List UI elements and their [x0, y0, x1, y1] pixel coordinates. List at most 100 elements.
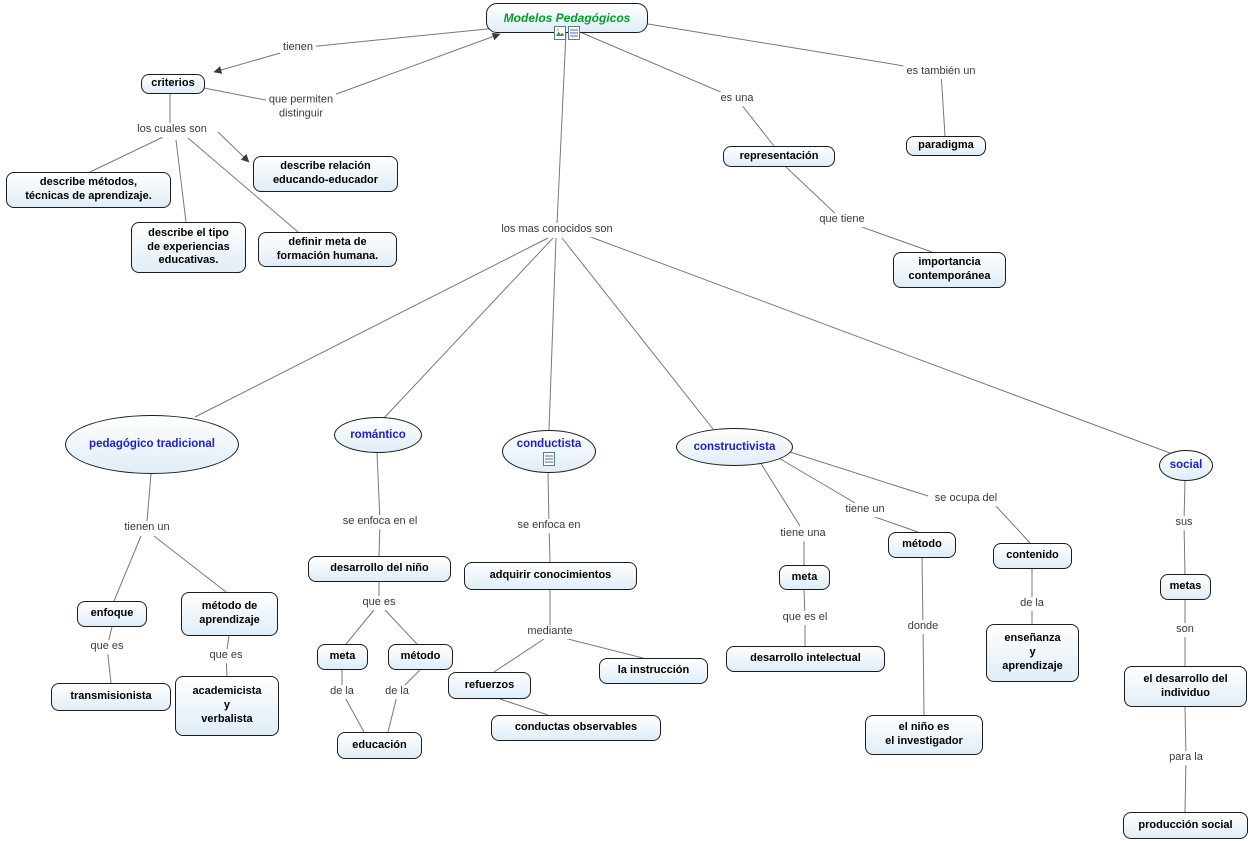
node-conductas-observables[interactable]: conductas observables — [491, 715, 661, 741]
spreadsheet-icon[interactable] — [543, 452, 555, 467]
node-representacion[interactable]: representación — [723, 146, 835, 167]
edge-label-se-ocupa-del: se ocupa del — [931, 492, 1001, 506]
edge-label-que-es-1: que es — [87, 640, 127, 654]
node-meta-romantico[interactable]: meta — [317, 644, 368, 670]
edge-label-de-la-2: de la — [382, 685, 412, 699]
node-constructivista[interactable]: constructivista — [676, 428, 793, 466]
edge-label-tienen-un: tienen un — [121, 521, 173, 535]
node-representacion-label: representación — [739, 149, 819, 162]
node-desarrollo-intelectual[interactable]: desarrollo intelectual — [726, 646, 885, 672]
node-describe-tipo[interactable]: describe el tipo de experiencias educati… — [131, 222, 246, 273]
node-desarrollo-nino[interactable]: desarrollo del niño — [308, 556, 451, 582]
node-contenido[interactable]: contenido — [993, 543, 1072, 569]
node-desarrollo-individuo[interactable]: el desarrollo del individuo — [1124, 666, 1247, 707]
node-modelos-pedagogicos[interactable]: Modelos Pedagógicos — [486, 3, 648, 40]
node-refuerzos-label: refuerzos — [464, 678, 515, 691]
edge-label-es-una: es una — [717, 92, 757, 106]
node-metodo-aprendizaje[interactable]: método de aprendizaje — [181, 592, 278, 636]
resource-icons — [554, 26, 580, 40]
edge-label-donde: donde — [904, 620, 942, 634]
node-criterios-label: criterios — [151, 77, 195, 90]
node-educacion-label: educación — [352, 738, 407, 751]
node-desarrollo-individuo-label: el desarrollo del individuo — [1143, 672, 1228, 699]
node-meta-constructivista[interactable]: meta — [779, 565, 830, 590]
node-definir-meta[interactable]: definir meta de formación humana. — [258, 232, 397, 267]
edge-label-que-es-2: que es — [206, 649, 246, 663]
edge-label-que-es-3: que es — [359, 596, 399, 610]
edge-label-se-enfoca-en-el: se enfoca en el — [339, 515, 421, 529]
node-refuerzos[interactable]: refuerzos — [448, 672, 531, 699]
edge-label-que-permiten-distinguir: que permiten distinguir — [265, 93, 337, 121]
node-metodo-romantico[interactable]: método — [388, 644, 453, 670]
edge-label-es-tambien-un: es también un — [903, 65, 979, 79]
node-desarrollo-nino-label: desarrollo del niño — [330, 562, 429, 575]
node-metodo-constructivista[interactable]: método — [888, 532, 956, 558]
node-ensenanza-aprendizaje-label: enseñanza y aprendizaje — [1002, 632, 1063, 672]
node-describe-metodos[interactable]: describe métodos, técnicas de aprendizaj… — [6, 172, 171, 208]
node-paradigma[interactable]: paradigma — [906, 136, 986, 156]
node-modelos-pedagogicos-label: Modelos Pedagógicos — [503, 10, 631, 25]
node-adquirir-conocimientos-label: adquirir conocimientos — [489, 569, 612, 582]
edge-label-tiene-una: tiene una — [777, 527, 829, 541]
edge-label-mediante: mediante — [524, 625, 576, 639]
edge-label-que-tiene: que tiene — [816, 213, 868, 227]
spreadsheet-icon[interactable] — [568, 26, 580, 40]
node-conductista-label: conductista — [516, 437, 582, 450]
node-meta-constructivista-label: meta — [791, 570, 818, 583]
node-romantico-label: romántico — [350, 428, 406, 441]
node-conductas-observables-label: conductas observables — [514, 721, 638, 734]
node-metodo-romantico-label: método — [400, 650, 441, 663]
edge-label-se-enfoca-en: se enfoca en — [514, 519, 584, 533]
node-social-label: social — [1169, 459, 1203, 472]
node-metodo-aprendizaje-label: método de aprendizaje — [199, 600, 260, 626]
node-contenido-label: contenido — [1006, 549, 1059, 562]
node-describe-relacion[interactable]: describe relación educando-educador — [253, 156, 398, 192]
node-definir-meta-label: definir meta de formación humana. — [276, 235, 379, 262]
node-metas-label: metas — [1169, 580, 1202, 593]
node-describe-tipo-label: describe el tipo de experiencias educati… — [147, 226, 230, 267]
node-adquirir-conocimientos[interactable]: adquirir conocimientos — [464, 562, 637, 590]
node-paradigma-label: paradigma — [918, 139, 974, 152]
node-transmisionista[interactable]: transmisionista — [51, 683, 171, 711]
node-constructivista-label: constructivista — [693, 440, 776, 453]
node-educacion[interactable]: educación — [337, 732, 422, 759]
node-desarrollo-intelectual-label: desarrollo intelectual — [750, 652, 861, 665]
node-criterios[interactable]: criterios — [141, 74, 205, 94]
node-produccion-social-label: producción social — [1138, 818, 1233, 831]
image-icon[interactable] — [554, 26, 566, 40]
edge-label-los-mas-conocidos-son: los mas conocidos son — [498, 223, 616, 237]
node-describe-metodos-label: describe métodos, técnicas de aprendizaj… — [25, 176, 152, 202]
edge-label-de-la-3: de la — [1017, 597, 1047, 611]
node-metodo-constructivista-label: método — [902, 538, 942, 551]
edge-label-que-es-el: que es el — [779, 611, 831, 625]
node-enfoque-label: enfoque — [90, 607, 134, 620]
node-importancia-label: importancia contemporánea — [908, 256, 991, 282]
node-importancia[interactable]: importancia contemporánea — [893, 252, 1006, 288]
node-academicista[interactable]: academicista y verbalista — [175, 676, 279, 736]
node-describe-relacion-label: describe relación educando-educador — [272, 160, 379, 186]
node-romantico[interactable]: romántico — [334, 417, 422, 453]
resource-icons — [543, 452, 555, 467]
node-enfoque[interactable]: enfoque — [77, 601, 147, 627]
edge-label-tienen: tienen — [280, 41, 316, 55]
edge-label-tiene-un: tiene un — [842, 503, 888, 517]
node-academicista-label: academicista y verbalista — [192, 685, 262, 725]
edge-label-para-la: para la — [1166, 751, 1206, 765]
edge-label-de-la-1: de la — [327, 685, 357, 699]
node-social[interactable]: social — [1159, 450, 1213, 481]
node-ensenanza-aprendizaje[interactable]: enseñanza y aprendizaje — [986, 624, 1079, 682]
node-la-instruccion[interactable]: la instrucción — [599, 658, 708, 684]
node-transmisionista-label: transmisionista — [70, 690, 152, 703]
edge-label-los-cuales-son: los cuales son — [134, 123, 210, 137]
node-produccion-social[interactable]: producción social — [1123, 812, 1248, 839]
edge-label-sus: sus — [1172, 516, 1196, 530]
node-nino-investigador-label: el niño es el investigador — [885, 721, 963, 747]
node-metas[interactable]: metas — [1160, 574, 1211, 600]
node-pedagogico-tradicional[interactable]: pedagógico tradicional — [65, 415, 239, 474]
node-nino-investigador[interactable]: el niño es el investigador — [865, 715, 983, 755]
node-meta-romantico-label: meta — [329, 650, 356, 663]
edge-label-son: son — [1173, 623, 1197, 637]
node-pedagogico-tradicional-label: pedagógico tradicional — [89, 438, 215, 451]
node-conductista[interactable]: conductista — [502, 430, 596, 473]
